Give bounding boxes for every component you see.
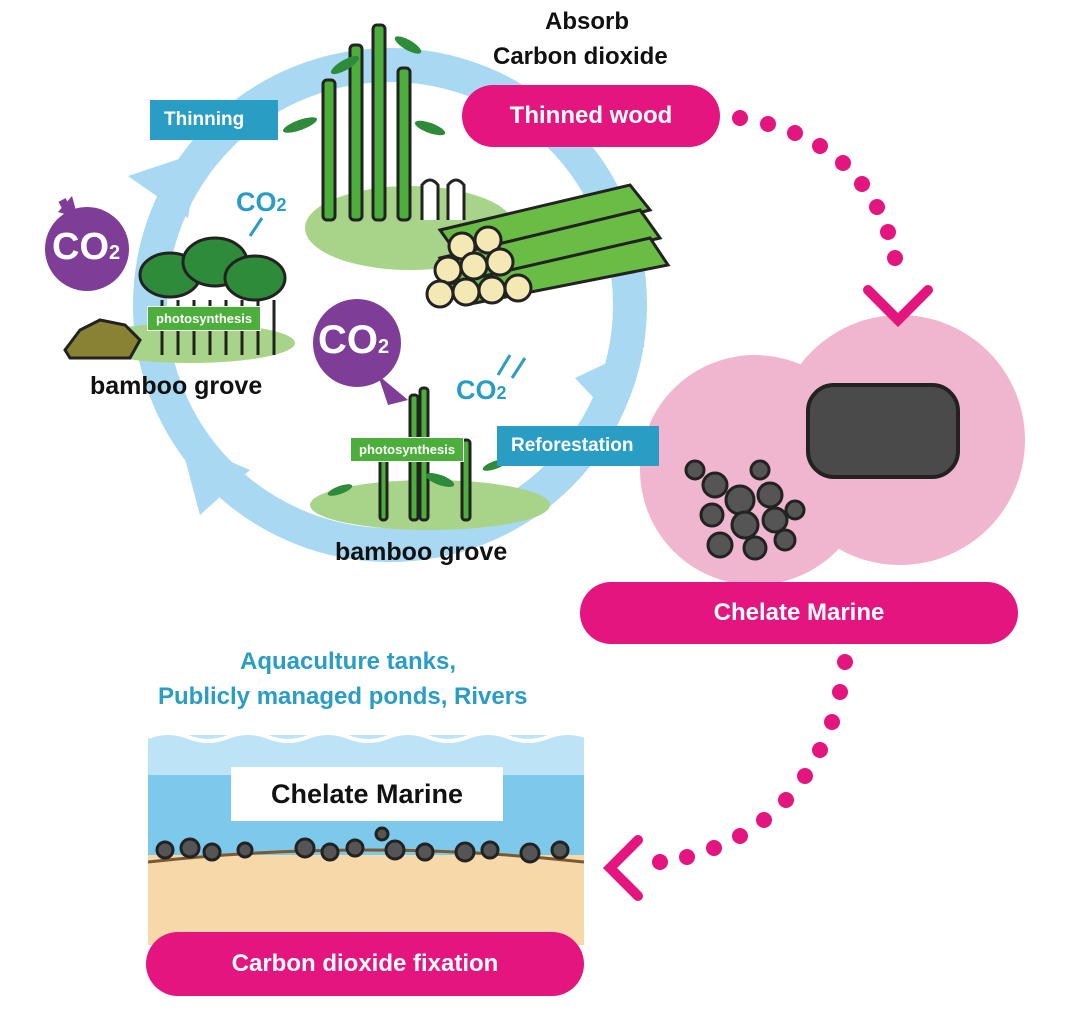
dry-brush-left bbox=[63, 318, 142, 360]
chelate-marine-pill: Chelate Marine bbox=[580, 582, 1018, 644]
water-section bbox=[147, 731, 589, 945]
dotted-arrow-bottom-head bbox=[602, 835, 643, 901]
water-stones bbox=[155, 826, 570, 864]
dotted-arrow-top-head bbox=[863, 285, 933, 328]
cycle-arrow-topleft bbox=[128, 152, 200, 218]
bamboo-stalks-top bbox=[321, 23, 412, 222]
ground-bottom bbox=[310, 480, 550, 530]
co2-small-arrows bbox=[248, 217, 527, 379]
absorb-label-line2: Carbon dioxide bbox=[493, 43, 668, 70]
cycle-arrow-right bbox=[575, 345, 645, 410]
cycle-arrow-bottomleft bbox=[180, 440, 250, 515]
bamboo-grove-label-bottom: bamboo grove bbox=[335, 538, 508, 566]
cycle-ring bbox=[133, 48, 647, 562]
water-label-line1: Aquaculture tanks, bbox=[240, 648, 457, 675]
bamboo-grove-label-left: bamboo grove bbox=[90, 372, 263, 400]
cut-bamboo-bundle bbox=[425, 183, 671, 309]
co2-bubble-center bbox=[313, 299, 408, 405]
thinned-wood-pill: Thinned wood bbox=[462, 85, 720, 147]
photosynthesis-tag-center: photosynthesis bbox=[350, 437, 465, 462]
carbon-fixation-pill: Carbon dioxide fixation bbox=[146, 932, 584, 996]
dotted-arrow-top bbox=[732, 110, 903, 266]
chelate-small-stones bbox=[684, 459, 806, 561]
reforestation-tag: Reforestation bbox=[497, 426, 659, 466]
bamboo-shoots bbox=[420, 178, 466, 220]
chelate-marine-box: Chelate Marine bbox=[231, 767, 503, 821]
co2-small-left: CO2 bbox=[236, 187, 287, 217]
co2-bubble-left bbox=[45, 196, 129, 291]
dotted-arrow-bottom bbox=[652, 654, 853, 870]
co2-bubble-center-text: CO2 bbox=[318, 318, 390, 362]
water-label-line2: Publicly managed ponds, Rivers bbox=[158, 683, 528, 710]
photosynthesis-tag-left: photosynthesis bbox=[147, 306, 262, 331]
absorb-label-line1: Absorb bbox=[545, 8, 629, 35]
co2-bubble-left-text: CO2 bbox=[52, 226, 121, 268]
bamboo-leaves-top bbox=[282, 36, 446, 136]
thinning-tag: Thinning bbox=[150, 100, 278, 140]
chelate-large-stone bbox=[806, 383, 960, 479]
co2-small-right: CO2 bbox=[456, 375, 507, 405]
bushes-left bbox=[138, 236, 287, 302]
